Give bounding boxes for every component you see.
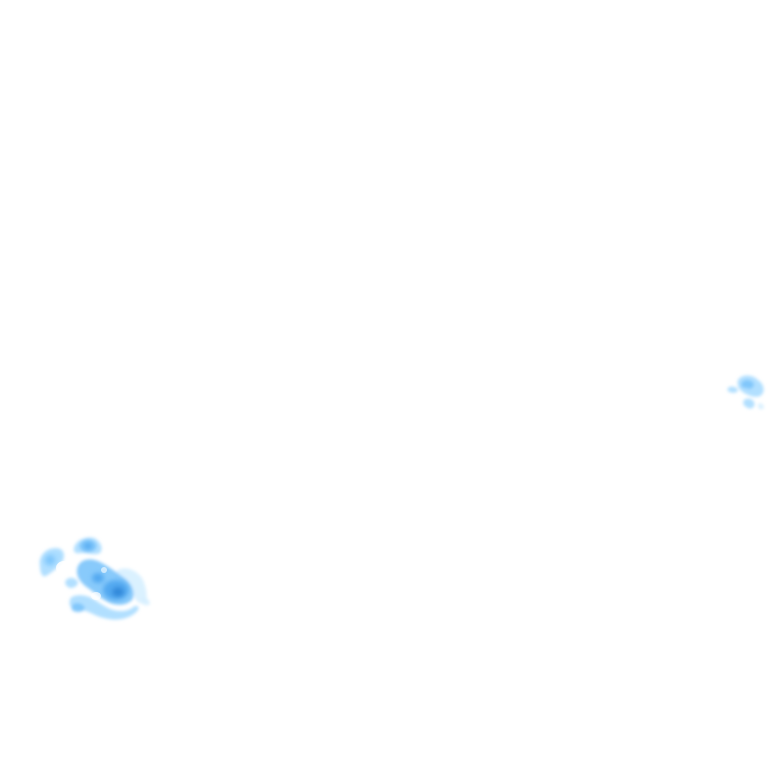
echo-gap <box>101 567 107 573</box>
echo-body <box>741 379 754 389</box>
precipitation-core-west <box>45 543 129 600</box>
echo-body <box>71 603 85 612</box>
echo-core <box>45 555 55 565</box>
echo-speckles-west <box>56 561 107 600</box>
echo-gap <box>91 592 101 600</box>
echo-fragment <box>758 403 764 410</box>
echo-fragment <box>69 595 139 620</box>
echo-fragment <box>142 597 150 606</box>
echo-core <box>92 573 104 583</box>
echo-fragment <box>727 386 738 393</box>
echo-body <box>65 577 78 588</box>
echo-gap <box>56 561 72 575</box>
echo-fragment <box>743 398 755 409</box>
echo-core <box>112 587 124 597</box>
echo-core <box>84 543 92 549</box>
precipitation-cell-east <box>727 375 764 410</box>
